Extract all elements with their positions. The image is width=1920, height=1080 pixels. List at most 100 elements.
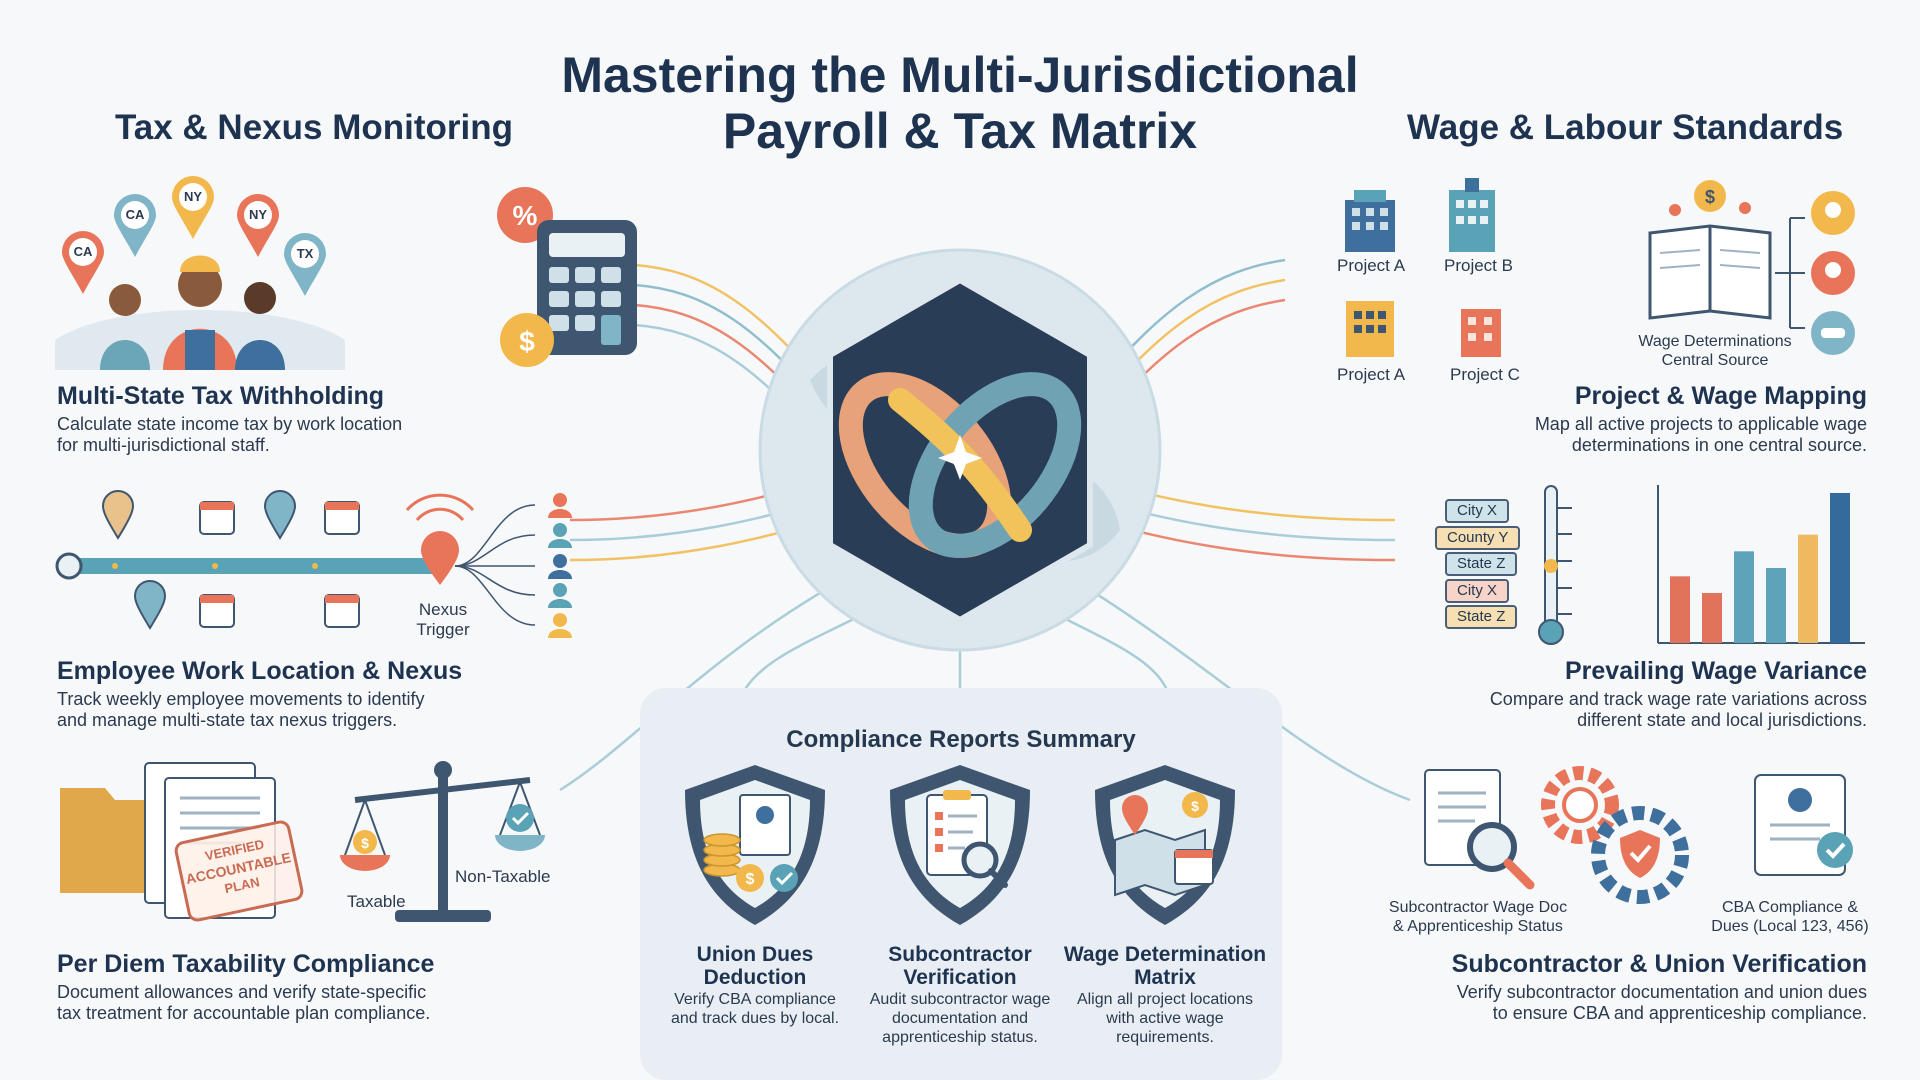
prevailing-title: Prevailing Wage Variance — [1565, 657, 1867, 685]
work-location-desc-line2: and manage multi-state tax nexus trigger… — [57, 710, 398, 730]
wage-book-icon: $ — [1648, 180, 1855, 355]
card-desc-line3: apprenticeship status. — [882, 1029, 1038, 1046]
jurisdiction-tag: County Y — [1435, 526, 1521, 550]
per-diem-desc-line1: Document allowances and verify state-spe… — [57, 982, 427, 1002]
svg-text:$: $ — [746, 871, 755, 888]
workers-pins-illustration — [55, 255, 345, 370]
variance-bar — [1830, 493, 1850, 643]
document-search-icon — [1424, 769, 1535, 890]
project-mapping-desc-line2: determinations in one central source. — [1571, 435, 1867, 455]
card-title-line1: Subcontractor — [888, 943, 1032, 966]
cba-scroll-icon — [1754, 774, 1853, 876]
nexus-trigger-line2: Trigger — [416, 620, 470, 639]
card-title-line1: Wage Determination — [1063, 943, 1267, 966]
location-pin-icon: CA — [60, 230, 106, 301]
central-line2: Central Source — [1661, 352, 1769, 369]
variance-bar — [1798, 534, 1818, 643]
pin-label: NY — [248, 207, 268, 222]
project-label: Project C — [1450, 365, 1520, 384]
cba-line1: CBA Compliance & — [1721, 899, 1859, 916]
calculator-icon: % $ — [497, 187, 637, 367]
building-icon — [1449, 178, 1495, 252]
card-desc-line2: with active wage — [1106, 1010, 1224, 1027]
sub-doc-label: Subcontractor Wage Doc & Apprenticeship … — [1368, 898, 1588, 936]
location-pin-icon: NY — [235, 193, 281, 264]
location-pin-icon: CA — [112, 193, 158, 264]
page-title-line1: Mastering the Multi-Jurisdictional — [561, 47, 1359, 103]
svg-text:$: $ — [1705, 187, 1715, 207]
worker-avatar-icon — [1811, 191, 1855, 235]
building-icon — [1461, 309, 1501, 357]
jurisdiction-tag: City X — [1445, 499, 1510, 523]
pin-label: CA — [125, 207, 145, 222]
person-icon — [548, 554, 572, 579]
nexus-timeline-illustration — [55, 490, 572, 638]
building-icon — [1345, 190, 1395, 252]
worker-figures — [100, 255, 285, 370]
person-icon — [548, 493, 572, 518]
pin-label: CA — [73, 244, 93, 259]
card-desc-line2: documentation and — [891, 1010, 1029, 1027]
subcontractor-clipboard-icon — [890, 765, 1030, 925]
project-mapping-title: Project & Wage Mapping — [1574, 382, 1867, 410]
card-title-line2: Deduction — [703, 966, 807, 989]
card-title: Wage Determination Matrix — [1055, 943, 1275, 989]
card-title-line2: Matrix — [1134, 966, 1196, 989]
verification-desc-line2: to ensure CBA and apprenticeship complia… — [1492, 1003, 1867, 1023]
calendar-icon — [324, 501, 360, 535]
jurisdiction-tag: City X — [1445, 579, 1510, 603]
card-desc: Align all project locations with active … — [1055, 990, 1275, 1047]
cba-label: CBA Compliance & Dues (Local 123, 456) — [1690, 898, 1890, 936]
svg-text:$: $ — [519, 326, 535, 357]
card-desc-line2: and track dues by local. — [670, 1010, 840, 1027]
jurisdiction-tag: State Z — [1445, 605, 1518, 629]
cba-line2: Dues (Local 123, 456) — [1711, 918, 1869, 935]
multi-state-title: Multi-State Tax Withholding — [57, 382, 385, 410]
card-desc-line1: Audit subcontractor wage — [869, 991, 1051, 1008]
globe-hub-icon — [758, 248, 1162, 652]
pin-label: TX — [296, 246, 314, 261]
svg-text:$: $ — [361, 835, 369, 851]
project-label: Project A — [1337, 256, 1406, 275]
sub-doc-line1: Subcontractor Wage Doc — [1388, 899, 1568, 916]
card-desc: Verify CBA compliance and track dues by … — [645, 990, 865, 1028]
variance-bar — [1702, 593, 1722, 643]
variance-bar-chart — [1657, 485, 1865, 644]
gears-shield-icon — [1541, 766, 1689, 904]
summary-title: Compliance Reports Summary — [786, 726, 1136, 753]
right-column-heading: Wage & Labour Standards — [1407, 108, 1844, 147]
verification-desc-line1: Verify subcontractor documentation and u… — [1456, 982, 1867, 1002]
prevailing-desc-line1: Compare and track wage rate variations a… — [1489, 689, 1867, 709]
worker-avatar-icon — [1811, 251, 1855, 295]
central-line1: Wage Determinations — [1638, 333, 1792, 350]
per-diem-desc-line2: tax treatment for accountable plan compl… — [57, 1003, 431, 1023]
left-column-heading: Tax & Nexus Monitoring — [115, 108, 513, 147]
union-dues-shield-icon: $ — [685, 765, 825, 925]
person-icon — [548, 523, 572, 548]
calendar-icon — [199, 501, 235, 535]
pin-label: NY — [183, 189, 203, 204]
project-mapping-desc-line1: Map all active projects to applicable wa… — [1534, 414, 1867, 434]
variance-bar — [1766, 568, 1786, 643]
card-desc: Audit subcontractor wage documentation a… — [850, 990, 1070, 1047]
sub-doc-line2: & Apprenticeship Status — [1393, 918, 1563, 935]
variance-bar — [1670, 576, 1690, 643]
page-title-line2: Payroll & Tax Matrix — [722, 103, 1198, 159]
building-icon — [1346, 301, 1394, 357]
calendar-icon — [199, 594, 235, 628]
taxable-label: Taxable — [347, 892, 406, 911]
balance-scale-icon: $ — [340, 761, 545, 922]
prevailing-desc-line2: different state and local jurisdictions. — [1577, 710, 1867, 730]
card-title-line2: Verification — [903, 966, 1017, 989]
svg-text:%: % — [513, 200, 538, 231]
card-desc-line1: Align all project locations — [1076, 991, 1254, 1008]
person-icon — [548, 583, 572, 608]
wage-matrix-map-icon: $ — [1095, 765, 1235, 925]
jurisdiction-tag: State Z — [1445, 552, 1518, 576]
location-pin-icon: NY — [170, 175, 216, 246]
card-desc-line3: requirements. — [1116, 1029, 1214, 1046]
multi-state-desc-line1: Calculate state income tax by work locat… — [57, 414, 403, 434]
work-location-title: Employee Work Location & Nexus — [57, 657, 463, 685]
non-taxable-label: Non-Taxable — [455, 867, 551, 886]
handshake-icon — [1811, 311, 1855, 355]
